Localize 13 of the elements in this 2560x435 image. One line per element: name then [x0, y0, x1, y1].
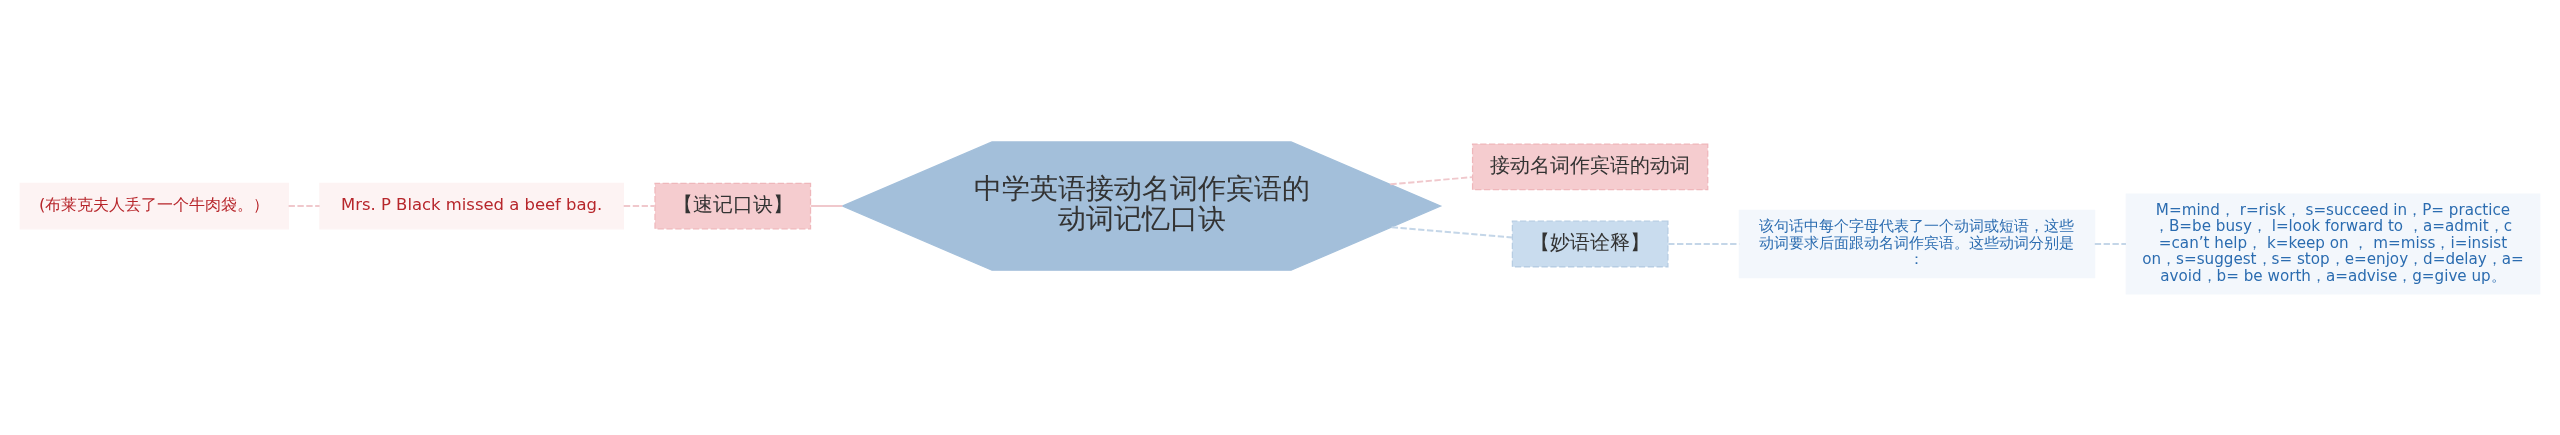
node-box: 该句话中每个字母代表了一个动词或短语，这些动词要求后面跟动名词作宾语。这些动词分别是：	[1738, 209, 2096, 278]
connector	[1389, 175, 1474, 185]
node-box: 接动名词作宾语的动词	[1471, 143, 1709, 190]
node-box: (布莱克夫人丢了一个牛肉袋。）	[19, 182, 289, 229]
connector	[1390, 225, 1513, 238]
node-box: Mrs. P Black missed a beef bag.	[319, 182, 625, 229]
connector	[2093, 242, 2127, 245]
connector	[287, 204, 321, 207]
node-box: M=mind， r=risk， s=succeed in，P= practice，B=be busy， l=look forward to ，a=admit，c=can’t help， k=keep on ， m=miss，i=insist on，s=suggest，s= stop，e=enjoy，d=delay，a=avoid，b= be worth，a=advise，g=give up。	[2125, 192, 2541, 295]
node-box: 【妙语诠释】	[1511, 220, 1669, 267]
node-box: 【速记口诀】	[654, 182, 812, 229]
connector	[622, 204, 656, 207]
connector	[809, 204, 844, 207]
